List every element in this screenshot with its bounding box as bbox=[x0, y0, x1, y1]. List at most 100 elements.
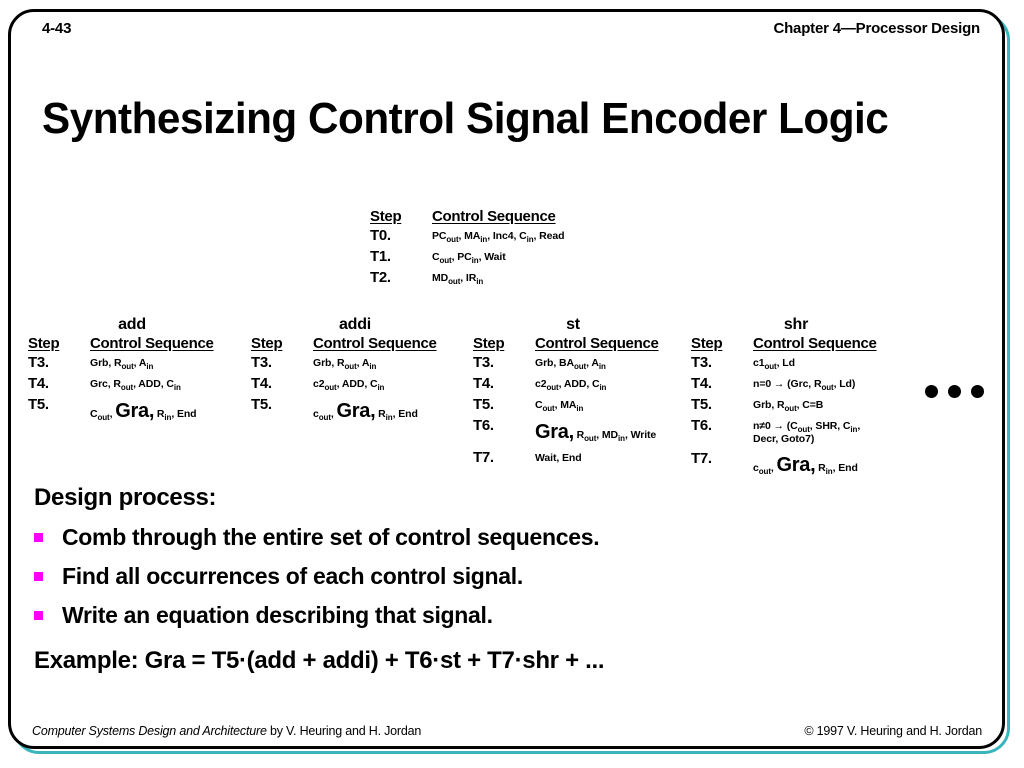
cell-step: T7. bbox=[691, 450, 712, 468]
design-process-bullet-list: Comb through the entire set of control s… bbox=[34, 523, 934, 640]
table-row: T5. Cout, Gra, Rin, End bbox=[28, 396, 248, 424]
table-header-row: Step Control Sequence bbox=[691, 335, 906, 352]
instruction-table-add: add Step Control Sequence T3.Grb, Rout, … bbox=[28, 315, 248, 428]
table-caption-addi: addi bbox=[338, 316, 372, 333]
table-caption-st: st bbox=[566, 316, 580, 333]
table-row: T3. c1out, Ld bbox=[691, 354, 906, 371]
column-header-step: Step bbox=[691, 335, 723, 352]
table-header-row: Step Control Sequence bbox=[28, 335, 248, 352]
table-row: T7. Wait, End bbox=[473, 449, 678, 466]
table-row: T3.Grb, Rout, Ain bbox=[28, 354, 248, 371]
table-header-row: Step Control Sequence bbox=[251, 335, 471, 352]
table-header-row: Step Control Sequence bbox=[370, 208, 564, 225]
example-equation: Example: Gra = T5·(add + addi) + T6·st +… bbox=[34, 647, 605, 674]
ellipsis-dot bbox=[971, 385, 984, 398]
cell-step: T5. bbox=[28, 396, 49, 413]
column-header-step: Step bbox=[28, 335, 60, 352]
table-row: T4. c2out, ADD, Cin bbox=[473, 375, 678, 392]
header-chapter-label: Chapter 4—Processor Design bbox=[773, 20, 980, 37]
fetch-sequence-table: Step Control Sequence T0. PCout, MAin, In… bbox=[370, 208, 565, 290]
cell-control-sequence: Grb, Rout, Ain bbox=[313, 357, 377, 371]
list-item: Write an equation describing that signal… bbox=[34, 601, 934, 629]
cell-step: T3. bbox=[473, 354, 494, 371]
table-row: T0. PCout, MAin, Inc4, Cin, Read bbox=[370, 227, 565, 244]
cell-step: T2. bbox=[370, 269, 391, 286]
footer-authors: by V. Heuring and H. Jordan bbox=[266, 724, 422, 738]
table-row: T1. Cout, PCin, Wait bbox=[370, 248, 564, 265]
table-row: T7. cout, Gra, Rin, End bbox=[691, 450, 906, 478]
list-item-label: Comb through the entire set of control s… bbox=[62, 524, 600, 550]
cell-step: T3. bbox=[691, 354, 712, 371]
list-item-label: Find all occurrences of each control sig… bbox=[62, 563, 523, 590]
table-row: T6. Gra, Rout, MDin, Write bbox=[473, 417, 678, 445]
footer-book-title: Computer Systems Design and Architecture bbox=[32, 724, 267, 738]
cell-step: T1. bbox=[370, 248, 391, 265]
table-row: T4. Grc, Rout, ADD, Cin bbox=[28, 375, 248, 392]
table-row: T6. n≠0 → (Cout, SHR, Cin,Decr, Goto7) bbox=[691, 417, 906, 446]
cell-step: T0. bbox=[370, 227, 391, 244]
cell-control-sequence: PCout, MAin, Inc4, Cin, Read bbox=[432, 230, 565, 244]
more-tables-ellipsis-icon bbox=[925, 385, 984, 398]
cell-control-sequence: Wait, End bbox=[535, 452, 582, 464]
cell-step: T4. bbox=[691, 375, 712, 392]
ellipsis-dot bbox=[948, 385, 961, 398]
table-row: T4. c2out, ADD, Cin bbox=[251, 375, 471, 392]
column-header-control-sequence: Control Sequence bbox=[753, 335, 877, 352]
cell-step: T6. bbox=[691, 417, 712, 434]
table-row: T3.Grb, BAout, Ain bbox=[473, 354, 678, 371]
instruction-table-addi: addi Step Control Sequence T3. Grb, Rout,… bbox=[251, 315, 471, 428]
cell-control-sequence: Cout, PCin, Wait bbox=[432, 251, 506, 265]
cell-control-sequence: cout, Gra, Rin, End bbox=[313, 400, 418, 422]
table-row: T2. MDout, IRin bbox=[370, 269, 564, 286]
cell-control-sequence: Cout, Gra, Rin, End bbox=[90, 400, 197, 422]
column-header-control-sequence: Control Sequence bbox=[313, 335, 437, 352]
list-item: Find all occurrences of each control sig… bbox=[34, 562, 934, 590]
cell-step: T3. bbox=[28, 354, 49, 371]
column-header-control-sequence: Control Sequence bbox=[432, 208, 556, 225]
table-row: T5. Grb, Rout, C=B bbox=[691, 396, 906, 413]
cell-control-sequence: n≠0 → (Cout, SHR, Cin,Decr, Goto7) bbox=[753, 420, 861, 446]
cell-step: T5. bbox=[251, 396, 272, 413]
footer-book-credit: Computer Systems Design and Architecture… bbox=[32, 724, 421, 738]
cell-step: T3. bbox=[251, 354, 272, 371]
column-header-step: Step bbox=[251, 335, 283, 352]
cell-control-sequence: Grc, Rout, ADD, Cin bbox=[90, 378, 181, 392]
instruction-table-shr: shr Step Control Sequence T3. c1out, Ld T4… bbox=[691, 315, 906, 482]
cell-step: T5. bbox=[691, 396, 712, 413]
cell-step: T7. bbox=[473, 449, 494, 466]
column-header-step: Step bbox=[473, 335, 505, 352]
column-header-step: Step bbox=[370, 208, 402, 225]
table-caption-add: add bbox=[118, 316, 146, 333]
instruction-table-st: st Step Control Sequence T3.Grb, BAout, … bbox=[473, 315, 678, 470]
square-bullet-icon bbox=[34, 533, 43, 542]
cell-control-sequence: MDout, IRin bbox=[432, 272, 484, 286]
cell-step: T4. bbox=[28, 375, 49, 392]
square-bullet-icon bbox=[34, 572, 43, 582]
table-row: T3. Grb, Rout, Ain bbox=[251, 354, 471, 371]
ellipsis-dot bbox=[925, 385, 938, 398]
design-process-heading: Design process: bbox=[34, 484, 217, 511]
table-row: T5. cout, Gra, Rin, End bbox=[251, 396, 471, 424]
cell-control-sequence: c2out, ADD, Cin bbox=[313, 378, 385, 392]
cell-step: T4. bbox=[473, 375, 494, 392]
cell-step: T4. bbox=[251, 375, 272, 392]
cell-control-sequence: cout, Gra, Rin, End bbox=[753, 454, 858, 477]
header-page-number: 4-43 bbox=[42, 20, 72, 37]
footer-copyright: © 1997 V. Heuring and H. Jordan bbox=[804, 724, 982, 738]
table-header-row: Step Control Sequence bbox=[473, 335, 678, 352]
column-header-control-sequence: Control Sequence bbox=[90, 335, 214, 352]
cell-control-sequence: Grb, Rout, C=B bbox=[753, 399, 824, 413]
list-item: Comb through the entire set of control s… bbox=[34, 523, 934, 551]
table-row: T5.Cout, MAin bbox=[473, 396, 678, 413]
cell-control-sequence: Gra, Rout, MDin, Write bbox=[535, 421, 657, 443]
cell-step: T6. bbox=[473, 417, 494, 434]
table-caption-shr: shr bbox=[783, 316, 809, 333]
table-row: T4. n=0 → (Grc, Rout, Ld) bbox=[691, 375, 906, 392]
cell-control-sequence: n=0 → (Grc, Rout, Ld) bbox=[753, 378, 856, 392]
cell-control-sequence: c2out, ADD, Cin bbox=[535, 378, 607, 392]
rows-container-shr: T3. c1out, Ld T4. n=0 → (Grc, Rout, Ld) T5. G… bbox=[691, 354, 906, 478]
cell-control-sequence: c1out, Ld bbox=[753, 357, 795, 371]
